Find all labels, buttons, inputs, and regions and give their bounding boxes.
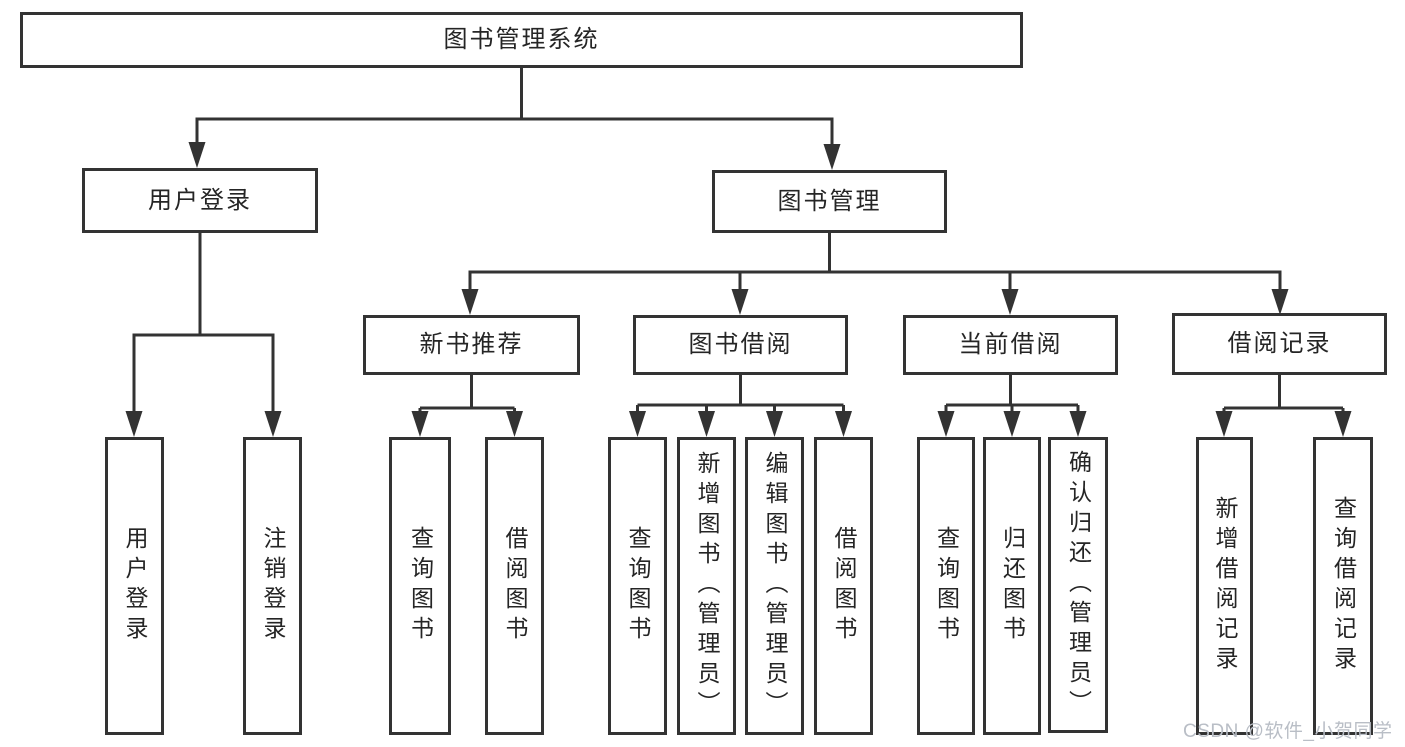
leaf-user-login-label: 用户登录 — [122, 526, 148, 646]
node-book-borrow-label: 图书借阅 — [688, 331, 793, 358]
node-root-label: 图书管理系统 — [443, 26, 600, 53]
node-user-login: 用户登录 — [82, 168, 318, 233]
leaf-borrow-books-2-label: 借阅图书 — [831, 526, 857, 646]
leaf-query-books-2: 查询图书 — [608, 437, 667, 735]
leaf-query-borrow-record-label: 查询借阅记录 — [1330, 496, 1357, 676]
arrowhead — [698, 411, 715, 437]
node-new-book-recommend-label: 新书推荐 — [419, 331, 524, 358]
leaf-query-books-3: 查询图书 — [917, 437, 975, 735]
node-user-login-label: 用户登录 — [148, 186, 252, 214]
arrowhead — [937, 411, 955, 437]
node-current-borrow: 当前借阅 — [903, 315, 1118, 375]
arrowhead — [1215, 411, 1233, 437]
arrowhead — [506, 411, 523, 437]
leaf-query-books-3-label: 查询图书 — [933, 526, 960, 646]
arrowhead — [823, 144, 841, 170]
node-current-borrow-label: 当前借阅 — [958, 331, 1063, 358]
arrowhead — [1271, 289, 1289, 315]
node-book-borrow: 图书借阅 — [633, 315, 848, 375]
leaf-return-book: 归还图书 — [983, 437, 1041, 735]
leaf-borrow-books-1: 借阅图书 — [485, 437, 544, 735]
leaf-add-book-admin: 新增图书（管理员） — [677, 437, 736, 735]
arrowhead — [1069, 411, 1087, 437]
leaf-logout-label: 注销登录 — [260, 526, 286, 646]
watermark: CSDN @软件_小贺同学 — [1183, 721, 1393, 742]
arrowhead — [1003, 411, 1021, 437]
leaf-confirm-return-admin: 确认归还（管理员） — [1048, 437, 1108, 733]
leaf-user-login: 用户登录 — [105, 437, 164, 735]
arrowhead — [264, 411, 282, 437]
leaf-add-borrow-record-label: 新增借阅记录 — [1212, 496, 1238, 676]
arrowhead — [629, 411, 646, 437]
arrowhead — [731, 289, 749, 315]
leaf-confirm-return-admin-label: 确认归还（管理员） — [1065, 450, 1092, 720]
arrowhead — [461, 289, 479, 315]
leaf-borrow-books-2: 借阅图书 — [814, 437, 873, 735]
leaf-edit-book-admin-label: 编辑图书（管理员） — [762, 451, 788, 721]
leaf-add-borrow-record: 新增借阅记录 — [1196, 437, 1253, 735]
arrowhead — [835, 411, 852, 437]
leaf-query-books-2-label: 查询图书 — [625, 526, 651, 646]
arrowhead — [125, 411, 143, 437]
leaf-edit-book-admin: 编辑图书（管理员） — [745, 437, 804, 735]
leaf-query-books-1-label: 查询图书 — [407, 526, 434, 646]
node-root: 图书管理系统 — [20, 12, 1023, 68]
arrowhead — [188, 142, 206, 168]
leaf-add-book-admin-label: 新增图书（管理员） — [694, 451, 720, 721]
node-book-management: 图书管理 — [712, 170, 947, 233]
node-new-book-recommend: 新书推荐 — [363, 315, 580, 375]
arrowhead — [411, 411, 429, 437]
arrowhead — [766, 411, 783, 437]
node-borrow-records: 借阅记录 — [1172, 313, 1387, 375]
leaf-query-books-1: 查询图书 — [389, 437, 451, 735]
node-book-management-label: 图书管理 — [777, 187, 882, 215]
node-borrow-records-label: 借阅记录 — [1227, 330, 1332, 357]
arrowhead — [1334, 411, 1352, 437]
leaf-logout: 注销登录 — [243, 437, 302, 735]
arrowhead — [1001, 289, 1019, 315]
leaf-return-book-label: 归还图书 — [999, 526, 1026, 646]
leaf-borrow-books-1-label: 借阅图书 — [502, 526, 528, 646]
leaf-query-borrow-record: 查询借阅记录 — [1313, 437, 1373, 735]
